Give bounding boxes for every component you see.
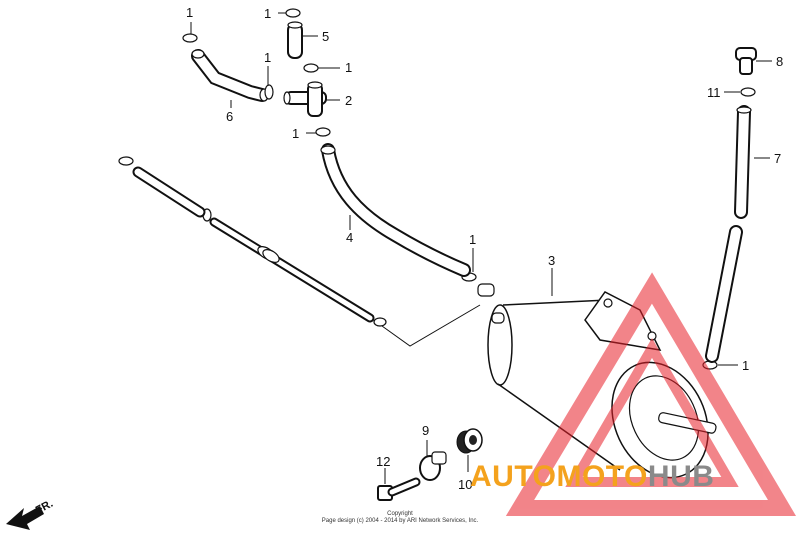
callout-6: 6 <box>226 109 233 124</box>
callout-1f: 1 <box>469 232 476 247</box>
callout-1e: 1 <box>292 126 299 141</box>
callout-2: 2 <box>345 93 352 108</box>
callout-5: 5 <box>322 29 329 44</box>
watermark-logo: AUTOMOTOHUB <box>470 460 714 494</box>
callout-10: 10 <box>458 477 472 492</box>
copyright-notice: Copyright Page design (c) 2004 - 2014 by… <box>0 511 800 525</box>
copyright-line-1: Copyright <box>387 511 413 517</box>
copyright-line-2: Page design (c) 2004 - 2014 by ARI Netwo… <box>321 518 479 524</box>
hose-part-4[interactable] <box>320 143 471 277</box>
watermark-triangle-icon <box>505 272 797 516</box>
tube-part-5[interactable] <box>287 21 303 59</box>
bolt-part-12[interactable] <box>377 477 421 501</box>
watermark-text-secondary: HUB <box>647 460 715 493</box>
callout-1a: 1 <box>186 5 193 20</box>
callout-11: 11 <box>707 85 721 100</box>
clip-part-11[interactable] <box>740 87 756 97</box>
watermark-text-primary: AUTOMOTO <box>470 460 648 493</box>
hose-part-7[interactable] <box>705 105 752 363</box>
hose-part-6[interactable] <box>191 49 269 102</box>
callout-1g: 1 <box>742 358 749 373</box>
callout-1d: 1 <box>345 60 352 75</box>
leader-lines <box>190 12 772 484</box>
callout-4: 4 <box>346 230 353 245</box>
t-joint-part-2[interactable] <box>283 81 327 117</box>
connection-line <box>381 304 481 347</box>
callout-1c: 1 <box>264 50 271 65</box>
drain-pipe[interactable] <box>132 166 375 323</box>
callout-12: 12 <box>376 454 390 469</box>
collar-part-9[interactable] <box>419 451 447 481</box>
callout-3: 3 <box>548 253 555 268</box>
cap-part-8[interactable] <box>735 47 757 75</box>
callout-8: 8 <box>776 54 783 69</box>
callout-1b: 1 <box>264 6 271 21</box>
grommet-part-10[interactable] <box>456 428 483 454</box>
callout-7: 7 <box>774 151 781 166</box>
callout-9: 9 <box>422 423 429 438</box>
